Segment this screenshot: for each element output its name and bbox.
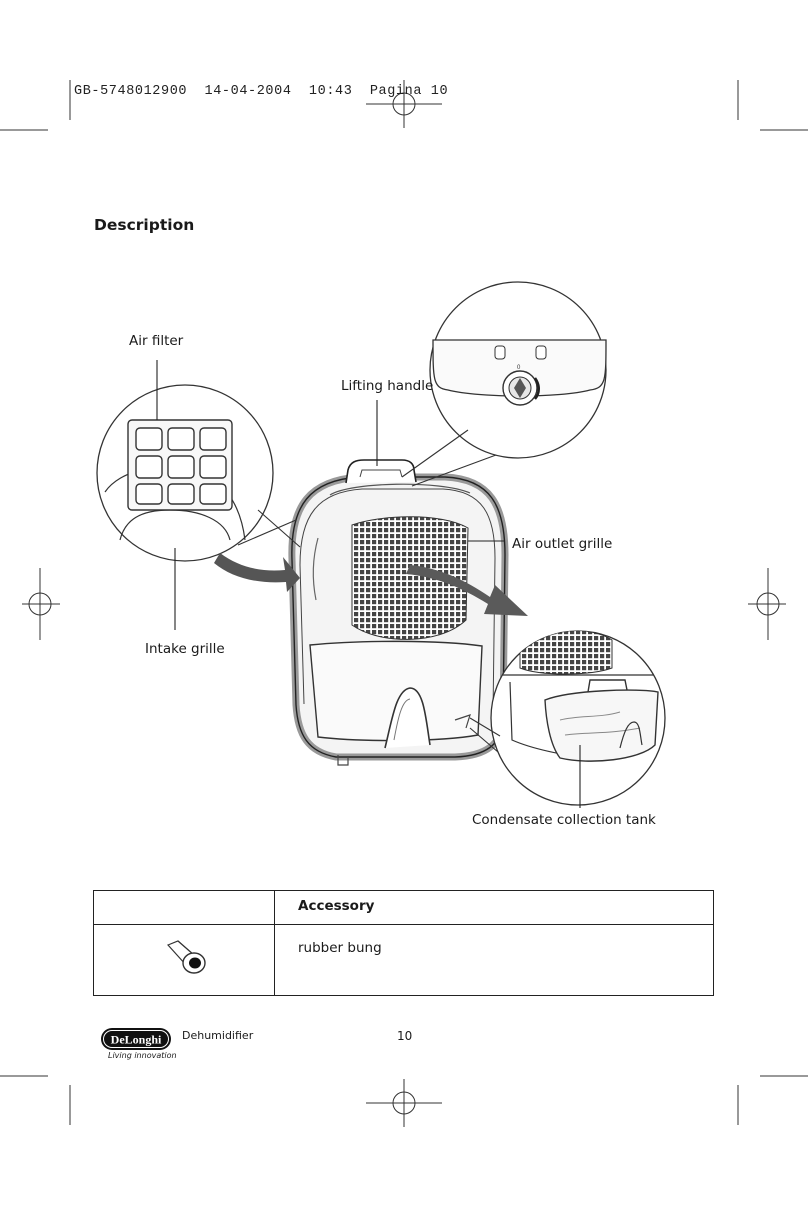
label-air-filter: Air filter — [129, 333, 184, 349]
registration-mark-right — [748, 568, 786, 640]
print-slug: GB-5748012900 14-04-2004 10:43 Pagina 10 — [74, 84, 449, 99]
brand-name: DeLonghi — [111, 1033, 162, 1047]
footer-product: Dehumidifier — [182, 1029, 254, 1042]
outlet-airflow-arrow — [406, 565, 528, 616]
page-title: Description — [94, 216, 195, 234]
label-intake-grille: Intake grille — [145, 641, 225, 657]
table-divider — [94, 924, 713, 925]
intake-airflow-arrow — [214, 553, 300, 592]
filter-frame — [127, 419, 233, 511]
registration-mark-bottom — [366, 1079, 442, 1127]
panel-zero-label: 0 — [517, 365, 521, 371]
accessory-header: Accessory — [298, 898, 375, 914]
air-outlet-grille-mesh — [351, 516, 469, 640]
tank-inset — [469, 630, 666, 806]
accessory-item-name: rubber bung — [298, 940, 382, 956]
brand-tagline: Living innovation — [108, 1051, 177, 1060]
page-number: 10 — [397, 1029, 413, 1043]
registration-mark-left — [22, 568, 60, 640]
label-lifting-handle: Lifting handle — [341, 378, 434, 394]
table-divider — [274, 891, 275, 995]
control-panel-inset: 0 — [401, 281, 607, 487]
accessory-table: Accessory rubber bung — [93, 890, 714, 996]
label-condensate-tank: Condensate collection tank — [472, 812, 656, 828]
air-filter-inset — [96, 384, 301, 562]
delonghi-logo: DeLonghi — [101, 1028, 171, 1050]
rubber-bung-icon — [166, 940, 206, 974]
registration-mark-top — [366, 80, 442, 128]
label-air-outlet-grille: Air outlet grille — [512, 536, 613, 552]
